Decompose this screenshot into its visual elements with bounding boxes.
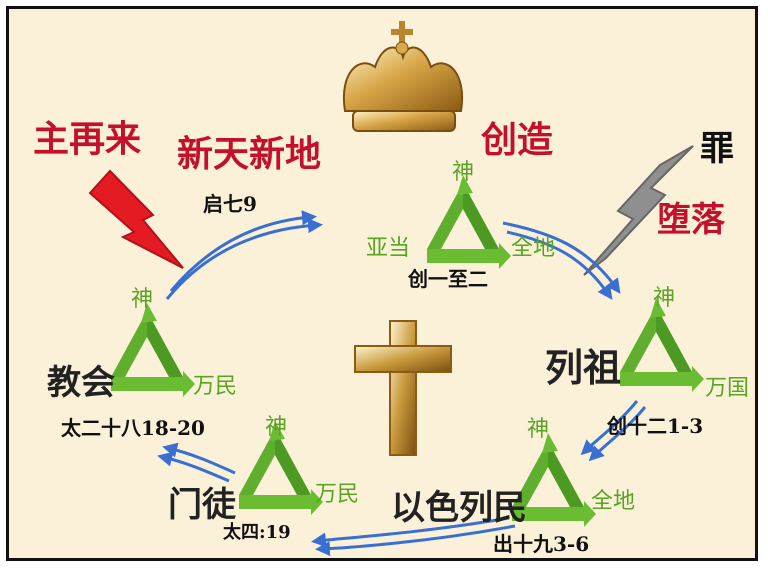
lord-return-label: 主再来 [33, 119, 141, 160]
triangle-church [111, 303, 195, 397]
creation-earth-label: 全地 [511, 236, 555, 261]
redemption-cycle-diagram: 主再来 新天新地 创造 罪 堕落 启七9 创一至二 创十二1-3 出十九3-6 … [33, 21, 749, 557]
disciples-people-label: 万民 [315, 482, 359, 507]
creation-god-label: 神 [452, 160, 474, 185]
red-lightning-icon [88, 169, 184, 269]
israel-name-label: 以色列民 [391, 488, 527, 528]
exo19-reference: 出十九3-6 [493, 532, 589, 556]
rev-reference: 启七9 [203, 192, 257, 216]
church-name-label: 教会 [47, 363, 115, 403]
patriarchs-god-label: 神 [653, 286, 675, 311]
matt28-reference: 太二十八18-20 [61, 416, 205, 440]
creation-label: 创造 [481, 120, 553, 161]
israel-god-label: 神 [527, 417, 549, 442]
israel-earth-label: 全地 [591, 489, 635, 514]
patriarchs-name-label: 列祖 [545, 346, 621, 390]
cross-icon [354, 320, 452, 456]
new-heaven-earth-label: 新天新地 [177, 134, 321, 175]
gray-lightning-icon [583, 145, 694, 276]
patriarchs-nations-label: 万国 [705, 376, 749, 401]
church-god-label: 神 [131, 287, 153, 312]
creation-adam-label: 亚当 [366, 236, 410, 261]
gen12-reference: 创十二1-3 [606, 414, 703, 438]
crown-icon [342, 21, 464, 132]
disciples-god-label: 神 [265, 415, 287, 440]
triangle-patriarchs [620, 298, 704, 392]
gen1-reference: 创一至二 [407, 267, 488, 291]
church-people-label: 万民 [193, 374, 237, 399]
sin-label: 罪 [700, 129, 734, 169]
fall-label: 堕落 [657, 200, 726, 240]
diagram-frame: 主再来 新天新地 创造 罪 堕落 启七9 创一至二 创十二1-3 出十九3-6 … [6, 6, 758, 561]
disciples-name-label: 门徒 [168, 485, 237, 525]
matt4-reference: 太四:19 [223, 521, 291, 543]
triangle-creation [427, 175, 511, 269]
flow-arrows [157, 210, 647, 557]
